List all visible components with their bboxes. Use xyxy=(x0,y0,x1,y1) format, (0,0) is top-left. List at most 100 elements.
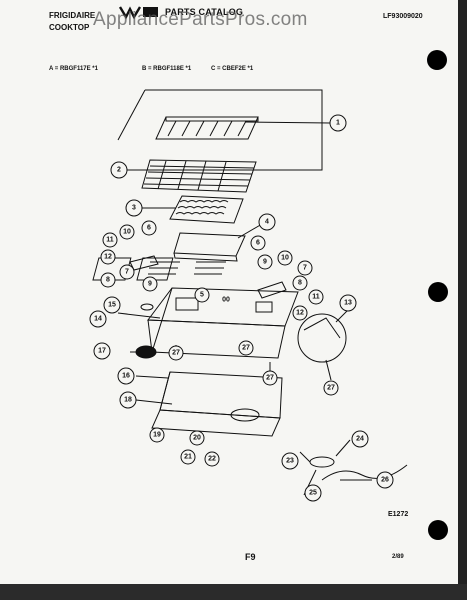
callout-label: 9 xyxy=(263,259,267,266)
callout-27-a xyxy=(168,345,184,361)
catalog-number: LF93009020 xyxy=(383,13,423,20)
callout-8-left xyxy=(100,272,116,288)
part-17-grommet xyxy=(135,345,157,359)
callout-1 xyxy=(329,114,347,132)
callout-label: 1 xyxy=(336,120,340,127)
callout-3 xyxy=(125,199,143,217)
callout-6-right xyxy=(250,235,266,251)
part-15-clip xyxy=(140,303,154,311)
callout-11-left xyxy=(102,232,118,248)
callout-13 xyxy=(339,294,357,312)
product-type: COOKTOP xyxy=(49,23,90,32)
callout-label: 14 xyxy=(94,316,102,323)
part-4-drip-pan xyxy=(173,232,246,262)
callout-label: 21 xyxy=(184,454,192,461)
callout-20 xyxy=(189,430,205,446)
model-a: A = RBGF117E *1 xyxy=(49,66,98,72)
callout-label: 2 xyxy=(117,167,121,174)
callout-label: 26 xyxy=(381,477,389,484)
callout-label: 9 xyxy=(148,281,152,288)
callout-27-b xyxy=(262,370,278,386)
part-24-igniter xyxy=(299,451,335,468)
part-13-detail-circle xyxy=(297,313,347,363)
model-c: C = CBEF2E *1 xyxy=(211,66,254,72)
part-1-grill-grate xyxy=(155,116,259,140)
callout-9-right xyxy=(257,254,273,270)
callout-5 xyxy=(194,287,210,303)
callout-label: 6 xyxy=(256,240,260,247)
punch-hole xyxy=(428,520,448,540)
callout-27-d xyxy=(238,340,254,356)
callout-19 xyxy=(149,427,165,443)
callout-label: 11 xyxy=(312,294,320,301)
part-3-rock-grate xyxy=(169,195,244,224)
callout-24 xyxy=(351,430,369,448)
callout-9-left xyxy=(142,276,158,292)
callout-27-c xyxy=(323,380,339,396)
part-14-grill-housing xyxy=(147,287,299,359)
callout-label: 4 xyxy=(265,219,269,226)
callout-label: 8 xyxy=(106,277,110,284)
callout-label: 7 xyxy=(125,269,129,276)
part-16-burner-box xyxy=(151,371,283,437)
callout-label: 8 xyxy=(298,280,302,287)
inset-box-outline xyxy=(145,89,323,171)
callout-16 xyxy=(117,367,135,385)
callout-label: 10 xyxy=(281,255,289,262)
callout-label: 6 xyxy=(147,225,151,232)
callout-18 xyxy=(119,391,137,409)
catalog-title: PARTS CATALOG xyxy=(165,7,244,17)
callout-label: 25 xyxy=(309,490,317,497)
callout-label: 27 xyxy=(172,350,180,357)
callout-label: 11 xyxy=(106,237,114,244)
callout-label: 18 xyxy=(124,397,132,404)
callout-4 xyxy=(258,213,276,231)
part-8-valve-right xyxy=(257,281,287,299)
watermark: AppliancePartsPros.com xyxy=(93,9,308,30)
callout-label: 15 xyxy=(108,302,116,309)
callout-7-right xyxy=(297,260,313,276)
callout-label: 10 xyxy=(123,229,131,236)
callout-26 xyxy=(376,471,394,489)
callout-8-right xyxy=(292,275,308,291)
callout-label: 12 xyxy=(296,310,304,317)
callout-21 xyxy=(180,449,196,465)
callout-10-left xyxy=(119,224,135,240)
inset-box-diagonal xyxy=(117,89,146,141)
scan-edge-bottom xyxy=(0,584,467,600)
callout-label: 12 xyxy=(104,254,112,261)
callout-label: 24 xyxy=(356,436,364,443)
callout-14 xyxy=(89,310,107,328)
callout-6-left xyxy=(141,220,157,236)
callout-15 xyxy=(103,296,121,314)
scan-edge-right xyxy=(458,0,467,600)
callout-label: 3 xyxy=(132,205,136,212)
callout-label: 27 xyxy=(242,345,250,352)
part-2-grill-rack xyxy=(141,159,257,193)
callout-markers xyxy=(89,114,394,502)
callout-label: 17 xyxy=(98,348,106,355)
callout-label: 19 xyxy=(153,432,161,439)
brand-logo-icon xyxy=(118,6,158,19)
callout-2 xyxy=(110,161,128,179)
callout-23 xyxy=(281,452,299,470)
punch-hole xyxy=(427,50,447,70)
callout-12-right xyxy=(292,305,308,321)
callout-label: 23 xyxy=(286,458,294,465)
callout-label: 7 xyxy=(303,265,307,272)
callout-22 xyxy=(204,451,220,467)
part-26-wire xyxy=(321,464,408,481)
callout-label: 22 xyxy=(208,456,216,463)
callout-17 xyxy=(93,342,111,360)
diagram-code: E1272 xyxy=(388,511,409,518)
model-b: B = RBGF118E *1 xyxy=(142,66,192,72)
callout-label: 16 xyxy=(122,373,130,380)
callout-11-right xyxy=(308,289,324,305)
callout-12-left xyxy=(100,249,116,265)
callout-label: 13 xyxy=(344,300,352,307)
punch-hole xyxy=(428,282,448,302)
inline-label: 00 xyxy=(222,297,230,304)
callout-7-left xyxy=(119,264,135,280)
